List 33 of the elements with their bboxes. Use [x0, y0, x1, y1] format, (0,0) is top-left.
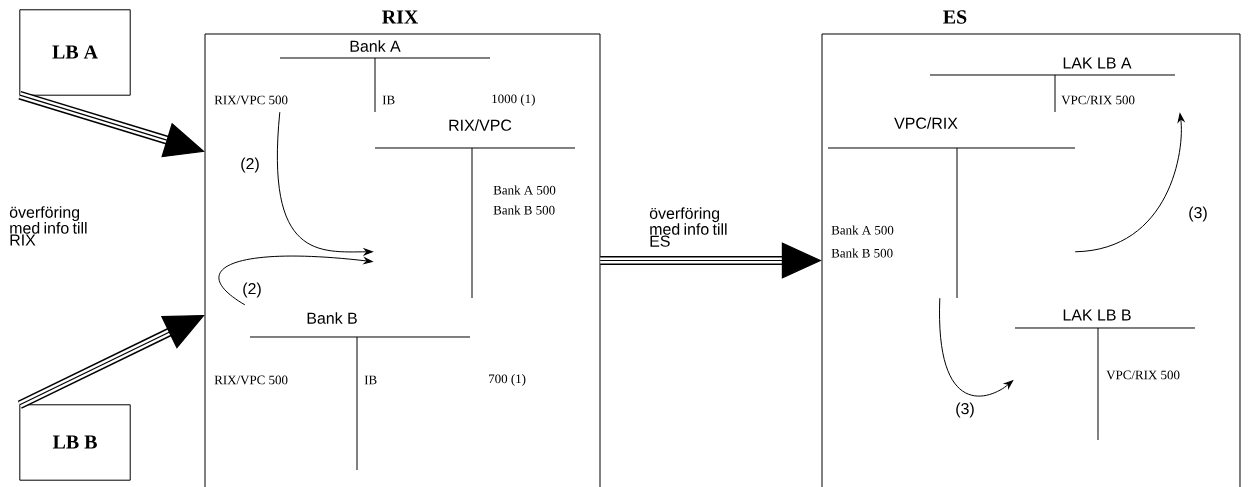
arrow	[17, 314, 205, 409]
account-title: Bank B	[307, 312, 357, 324]
account-title: LAK LB A	[1063, 57, 1132, 69]
edge-label: överföring med info till ES	[648, 206, 736, 248]
sender-box: LB A	[19, 9, 131, 96]
account-entry: Bank B 500	[831, 248, 893, 258]
sender-box: LB B	[19, 404, 131, 481]
account-entry: 700 (1)	[489, 374, 526, 386]
frame-heading: ES	[943, 10, 967, 24]
account-entry: VPC/RIX 500	[1061, 95, 1135, 105]
account-title: RIX/VPC	[449, 119, 512, 131]
arrow	[277, 111, 373, 256]
edge-label: (3)	[954, 401, 976, 419]
account-entry: RIX/VPC 500	[214, 375, 288, 385]
frame-heading: RIX	[382, 10, 419, 24]
account-entry: Bank A 500	[831, 225, 894, 235]
account-entry: RIX/VPC 500	[214, 95, 288, 105]
arrow	[939, 297, 1014, 397]
account-title: Bank A	[350, 40, 401, 52]
edge-label: (2)	[241, 281, 263, 299]
note-text: överföring med info till RIX	[9, 206, 87, 246]
account-entry: IB	[364, 375, 377, 385]
account-entry: VPC/RIX 500	[1106, 370, 1180, 380]
account-entry: Bank A 500	[493, 185, 556, 195]
account-title: LAK LB B	[1063, 309, 1131, 321]
account-title: VPC/RIX	[894, 117, 958, 129]
arrow	[1074, 113, 1185, 253]
arrow	[218, 255, 373, 306]
account-entry: Bank B 500	[493, 205, 555, 215]
account-entry: IB	[382, 95, 395, 105]
edge-label: (2)	[239, 156, 261, 174]
edge-label: (3)	[1187, 205, 1209, 223]
account-entry: 1000 (1)	[492, 94, 535, 106]
